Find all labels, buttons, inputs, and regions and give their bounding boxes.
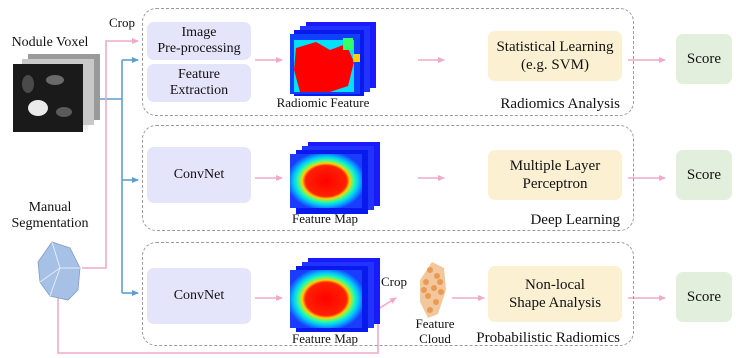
nodule-voxel-label: Nodule Voxel	[11, 35, 89, 50]
score-output-row1: Score	[676, 34, 732, 84]
convnet-step-row2: ConvNet	[147, 147, 251, 203]
shape-analysis-model: Non-local Shape Analysis	[488, 266, 622, 322]
feature-cloud-image	[420, 262, 446, 318]
convnet-step-row3: ConvNet	[147, 268, 251, 324]
crop-label-row3: Crop	[381, 274, 407, 289]
deep-learning-label: Deep Learning	[530, 212, 620, 228]
segmentation-image	[37, 241, 81, 301]
radiomic-feature-image	[290, 22, 376, 96]
manual-segmentation-label: Manual Segmentation	[11, 200, 89, 231]
voxel-connectors	[98, 57, 139, 296]
feature-map-image-row2	[290, 142, 380, 214]
row-arrows	[255, 57, 666, 301]
feature-cloud-caption: Feature Cloud	[415, 316, 455, 346]
segmentation-connectors	[57, 38, 397, 354]
radiomic-feature-caption: Radiomic Feature	[276, 95, 370, 110]
deep-learning-panel	[142, 125, 634, 231]
score-output-row2: Score	[676, 150, 732, 200]
radiomics-analysis-label: Radiomics Analysis	[500, 96, 620, 112]
image-preprocessing-step: Image Pre-processing	[147, 22, 251, 60]
statistical-learning-model: Statistical Learning (e.g. SVM)	[488, 31, 622, 81]
radiomics-analysis-panel	[142, 8, 634, 116]
probabilistic-radiomics-label: Probabilistic Radiomics	[476, 330, 620, 346]
feature-extraction-step: Feature Extraction	[147, 64, 251, 102]
nodule-voxel-image	[13, 54, 100, 132]
feature-map-caption-row3: Feature Map	[291, 331, 359, 346]
crop-label: Crop	[109, 15, 135, 30]
feature-map-image-row3	[290, 258, 380, 332]
score-output-row3: Score	[676, 272, 732, 322]
feature-map-caption-row2: Feature Map	[291, 211, 359, 226]
mlp-model: Multiple Layer Perceptron	[488, 150, 622, 200]
probabilistic-radiomics-panel	[142, 242, 634, 346]
